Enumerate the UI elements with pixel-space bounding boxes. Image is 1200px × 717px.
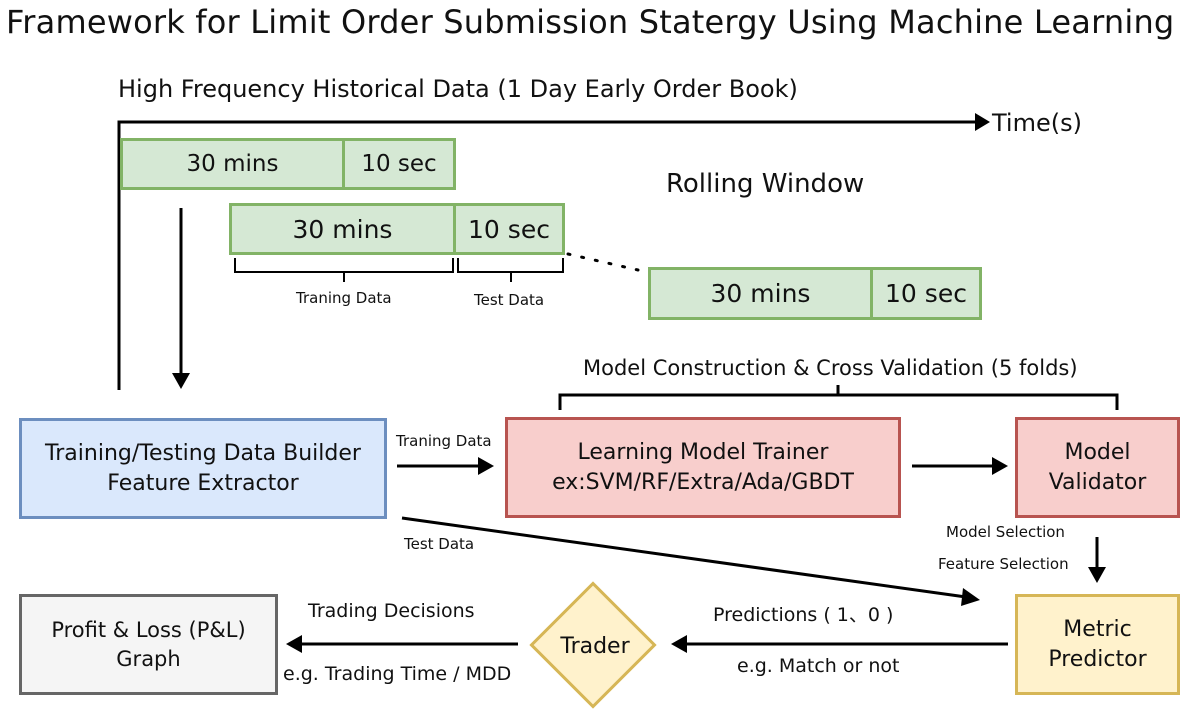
edge-feature-selection-label: Feature Selection [938, 555, 1069, 573]
predictor-to-trader-arrowhead [671, 635, 687, 653]
test-data-bracket [457, 258, 564, 282]
edge-predictions-label: Predictions ( 1、0 ) [713, 604, 894, 626]
window-test-segment: 10 sec [873, 270, 979, 317]
rolling-window-1: 30 mins 10 sec [120, 138, 456, 190]
test-data-label: Test Data [474, 291, 545, 309]
data-builder-node: Training/Testing Data Builder Feature Ex… [19, 418, 387, 519]
pnl-line-1: Profit & Loss (P&L) [51, 618, 246, 643]
trainer-to-validator-arrowhead [992, 457, 1008, 475]
validator-line-1: Model [1064, 439, 1131, 465]
rolling-window-2: 30 mins 10 sec [229, 203, 565, 255]
builder-to-trainer-arrowhead [478, 457, 494, 475]
model-construction-label: Model Construction & Cross Validation (5… [583, 356, 1078, 380]
builder-to-predictor-arrow [401, 516, 967, 599]
trader-label: Trader [560, 634, 630, 659]
timeline-axis [117, 120, 975, 390]
diagram-title: Framework for Limit Order Submission Sta… [6, 3, 1175, 41]
edge-trading-time-label: e.g. Trading Time / MDD [283, 663, 512, 685]
window-train-segment: 30 mins [651, 270, 873, 317]
edge-model-selection-label: Model Selection [946, 523, 1065, 541]
rolling-window-3: 30 mins 10 sec [648, 267, 982, 320]
validator-to-predictor-arrowhead [1088, 567, 1106, 583]
metric-predictor-node: Metric Predictor [1015, 594, 1180, 695]
historical-data-label: High Frequency Historical Data (1 Day Ea… [118, 75, 798, 103]
trainer-line-2: ex:SVM/RF/Extra/Ada/GBDT [552, 469, 854, 495]
rolling-window-label: Rolling Window [666, 169, 865, 199]
validator-line-2: Validator [1048, 469, 1147, 495]
edge-trading-decisions-label: Trading Decisions [308, 600, 475, 622]
timeline-arrowhead [975, 113, 990, 131]
trader-to-pnl-arrowhead [286, 635, 302, 653]
predictor-line-2: Predictor [1048, 646, 1147, 672]
model-construction-bracket [558, 385, 1119, 410]
window-train-segment: 30 mins [123, 141, 345, 187]
edge-match-label: e.g. Match or not [737, 655, 900, 677]
window-test-segment: 10 sec [456, 206, 562, 252]
window-test-segment: 10 sec [345, 141, 453, 187]
training-data-label: Traning Data [296, 289, 392, 307]
window-to-builder-arrowhead [172, 373, 190, 389]
builder-to-predictor-arrowhead [961, 588, 980, 606]
builder-line-2: Feature Extractor [107, 470, 299, 496]
pnl-line-2: Graph [116, 646, 181, 671]
model-trainer-node: Learning Model Trainer ex:SVM/RF/Extra/A… [505, 417, 901, 518]
predictor-line-1: Metric [1063, 616, 1132, 642]
pnl-graph-node: Profit & Loss (P&L) Graph [19, 594, 278, 695]
edge-training-data-label: Traning Data [396, 432, 492, 450]
model-validator-node: Model Validator [1015, 417, 1180, 518]
builder-line-1: Training/Testing Data Builder [45, 440, 361, 466]
edge-test-data-label: Test Data [404, 535, 475, 553]
trainer-line-1: Learning Model Trainer [577, 439, 829, 465]
rolling-continuation-dots [566, 252, 640, 272]
time-axis-label: Time(s) [992, 109, 1082, 137]
training-data-bracket [234, 258, 454, 282]
window-train-segment: 30 mins [232, 206, 456, 252]
